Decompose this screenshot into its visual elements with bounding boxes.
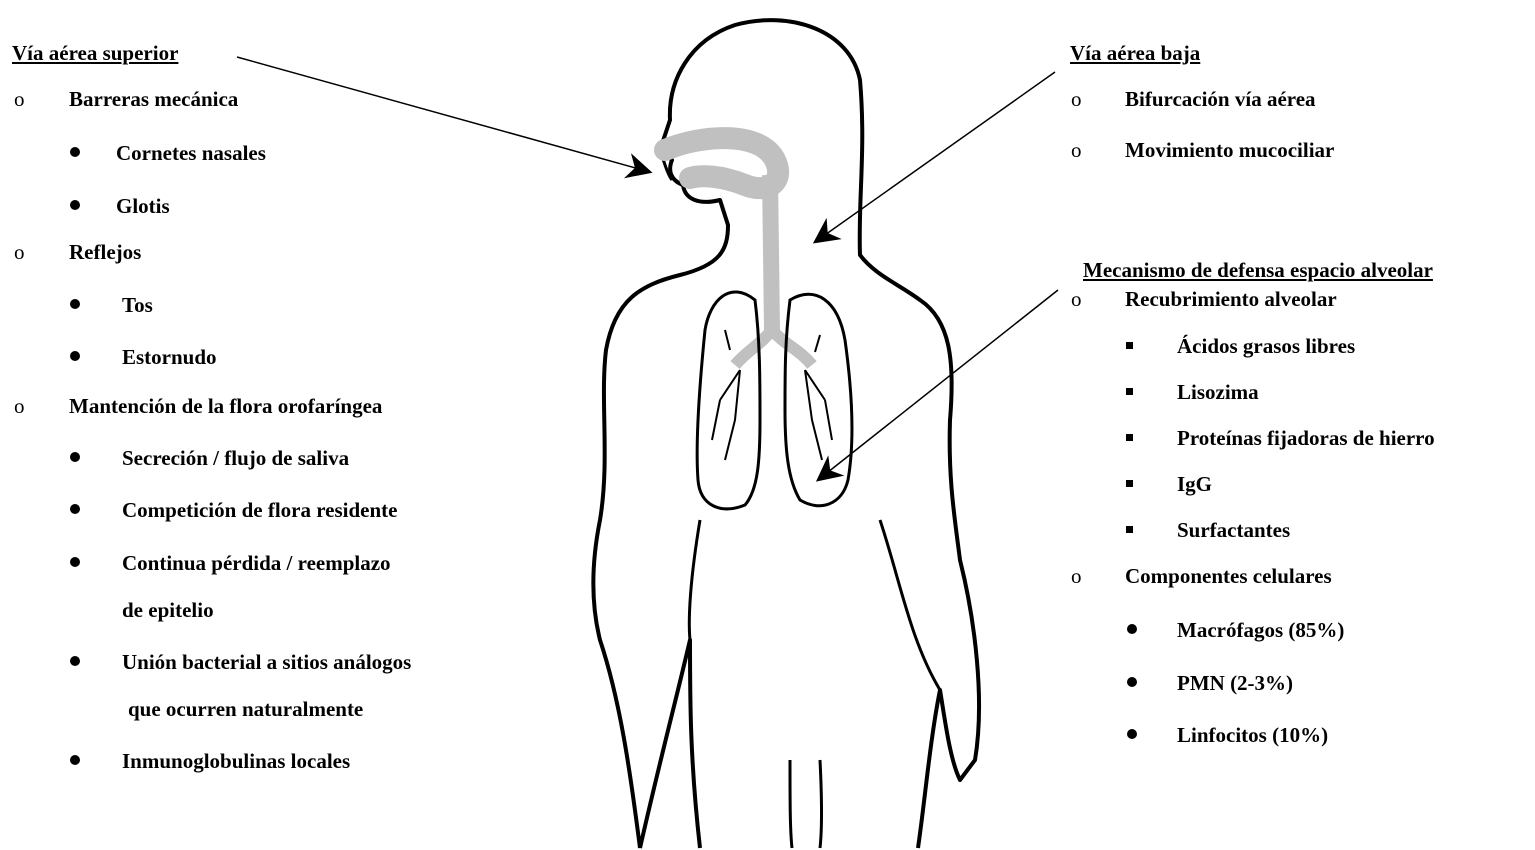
bullet-dot	[70, 200, 80, 210]
bullet-square	[1126, 526, 1133, 533]
bullet-dot	[70, 656, 80, 666]
circle-marker: o	[1071, 138, 1082, 162]
nasal-airway	[665, 138, 778, 188]
arrow-upper-airway	[237, 57, 650, 172]
bullet-dot	[1127, 729, 1137, 739]
circle-marker: o	[14, 240, 25, 264]
item-pmn: PMN (2-3%)	[1177, 671, 1293, 695]
item-surfactants: Surfactantes	[1177, 518, 1290, 542]
item-fatty-acids: Ácidos grasos libres	[1177, 334, 1355, 358]
item-alveolar-lining: Recubrimiento alveolar	[1125, 287, 1337, 311]
circle-marker: o	[14, 87, 25, 111]
bullet-dot	[70, 299, 80, 309]
bullet-dot	[1127, 624, 1137, 634]
bullet-square	[1126, 480, 1133, 487]
right-lung	[785, 294, 852, 505]
item-bacterial-binding-2: que ocurren naturalmente	[128, 697, 363, 721]
circle-marker: o	[1071, 287, 1082, 311]
item-igg: IgG	[1177, 472, 1212, 496]
bullet-dot	[70, 557, 80, 567]
item-mechanical-barriers: Barreras mecánica	[69, 87, 238, 111]
arrow-lower-airway	[815, 72, 1055, 242]
bullet-dot	[1127, 677, 1137, 687]
item-cellular-components: Componentes celulares	[1125, 564, 1332, 588]
item-epithelium-1: Continua pérdida / reemplazo	[122, 551, 391, 575]
circle-marker: o	[1071, 87, 1082, 111]
item-macrophages: Macrófagos (85%)	[1177, 618, 1344, 642]
trachea	[770, 175, 772, 330]
bullet-dot	[70, 351, 80, 361]
lower-airway-heading: Vía aérea baja	[1070, 41, 1200, 65]
bullet-dot	[70, 755, 80, 765]
bullet-square	[1126, 388, 1133, 395]
item-lysozyme: Lisozima	[1177, 380, 1259, 404]
left-lung	[697, 292, 760, 509]
item-lymphocytes: Linfocitos (10%)	[1177, 723, 1328, 747]
item-sneeze: Estornudo	[122, 345, 217, 369]
circle-marker: o	[1071, 564, 1082, 588]
item-resident-flora: Competición de flora residente	[122, 498, 397, 522]
lung-branches	[712, 330, 832, 460]
bullet-dot	[70, 452, 80, 462]
item-reflexes: Reflejos	[69, 240, 141, 264]
item-saliva: Secreción / flujo de saliva	[122, 446, 349, 470]
bullet-square	[1126, 342, 1133, 349]
item-local-immunoglobulins: Inmunoglobulinas locales	[122, 749, 350, 773]
item-bacterial-binding-1: Unión bacterial a sitios análogos	[122, 650, 411, 674]
item-cough: Tos	[122, 293, 153, 317]
bullet-square	[1126, 434, 1133, 441]
bullet-dot	[70, 147, 80, 157]
item-epithelium-2: de epitelio	[122, 598, 214, 622]
upper-airway-heading: Vía aérea superior	[12, 41, 178, 65]
item-iron-binding-proteins: Proteínas fijadoras de hierro	[1177, 426, 1435, 450]
item-mucociliary: Movimiento mucociliar	[1125, 138, 1334, 162]
item-bifurcation: Bifurcación vía aérea	[1125, 87, 1316, 111]
alveolar-defense-heading: Mecanismo de defensa espacio alveolar	[1083, 258, 1433, 282]
arm-inner-lines	[689, 520, 940, 848]
item-oropharyngeal-flora: Mantención de la flora orofaríngea	[69, 394, 382, 418]
item-nasal-turbinates: Cornetes nasales	[116, 141, 266, 165]
bullet-dot	[70, 504, 80, 514]
item-glottis: Glotis	[116, 194, 170, 218]
bronchi	[735, 330, 812, 365]
circle-marker: o	[14, 394, 25, 418]
